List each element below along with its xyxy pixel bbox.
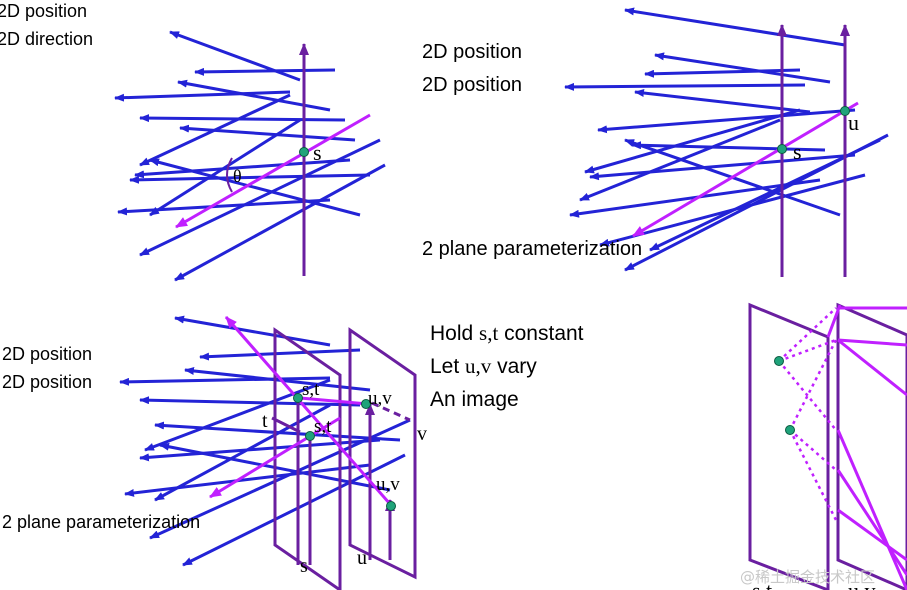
ray xyxy=(644,68,801,78)
ray xyxy=(174,163,386,282)
label-2d-position-2: 2D position xyxy=(422,74,522,96)
watermark: @稀土掘金技术社区 xyxy=(740,568,875,586)
ray xyxy=(624,7,846,47)
point-uv-1 xyxy=(361,399,371,409)
hold-st-constant: Hold s,t constant xyxy=(430,321,584,345)
label-st-2: s,t xyxy=(314,416,332,437)
v-axis-dashed xyxy=(371,401,411,422)
image-ray-dotted xyxy=(789,429,837,471)
highlight-ray xyxy=(175,113,371,229)
image-ray-dotted xyxy=(788,339,838,431)
ray xyxy=(149,418,411,540)
ray xyxy=(654,52,831,84)
label-2-plane-parameterization: 2 plane parameterization xyxy=(422,238,642,260)
angle-arc xyxy=(226,157,233,193)
angle-theta-label: θ xyxy=(233,166,242,186)
ray xyxy=(579,118,781,202)
ray xyxy=(117,198,331,216)
point-s-label: s xyxy=(313,140,322,165)
point-u-label: u xyxy=(848,110,859,135)
label-2d-position-2: 2D position xyxy=(2,372,92,392)
let-uv-vary: Let u,v vary xyxy=(430,354,537,378)
point-st-1 xyxy=(293,393,303,403)
image-ray xyxy=(837,338,907,347)
ray xyxy=(119,376,331,386)
axis-u-label: u xyxy=(357,547,367,569)
label-uv-1: u,v xyxy=(368,388,392,409)
label-2d-position-1: 2D position xyxy=(2,344,92,364)
ray xyxy=(589,153,856,181)
panel-bottom-left: s,t s,t u,v u,v t s u v 2D position 2D p… xyxy=(2,315,427,590)
image-ray xyxy=(837,508,907,562)
image-ray xyxy=(837,338,907,397)
point-st-2 xyxy=(305,431,315,441)
label-st: s,t xyxy=(752,578,772,590)
image-ray xyxy=(826,304,842,338)
ray xyxy=(139,114,346,123)
label-uv-2: u,v xyxy=(376,474,400,495)
t-axis-tick xyxy=(271,416,301,434)
ray xyxy=(139,93,291,167)
ray xyxy=(149,158,361,217)
ray xyxy=(124,463,371,497)
ray xyxy=(179,124,356,142)
label-2d-position-1: 2D position xyxy=(422,41,522,63)
ray xyxy=(134,158,351,179)
ray xyxy=(139,396,361,407)
ray xyxy=(154,403,331,502)
highlight-ray xyxy=(209,416,341,499)
ray xyxy=(174,315,331,347)
image-ray-dotted xyxy=(778,338,837,363)
ray xyxy=(597,108,856,134)
point-st-1 xyxy=(774,356,784,366)
ray xyxy=(564,82,806,91)
point-s xyxy=(777,144,787,154)
label-2d-direction: 2D direction xyxy=(0,29,93,49)
ray xyxy=(634,89,811,114)
ray xyxy=(144,378,331,452)
point-s xyxy=(299,147,309,157)
label-2d-position: 2D position xyxy=(0,1,87,21)
highlight-ray xyxy=(224,316,392,505)
middle-text: Hold s,t constant Let u,v vary An image xyxy=(430,321,584,411)
ray xyxy=(182,453,406,567)
an-image: An image xyxy=(430,388,519,411)
st-plane xyxy=(748,302,830,590)
panel-top-right xyxy=(564,7,889,272)
ray xyxy=(149,118,301,217)
panel-top-left xyxy=(114,30,386,282)
ray xyxy=(569,178,821,218)
image-ray-dotted xyxy=(778,307,837,362)
uv-plane xyxy=(836,302,907,590)
ray xyxy=(631,141,826,152)
ray xyxy=(114,90,291,102)
point-st-2 xyxy=(785,425,795,435)
highlight-ray xyxy=(632,101,859,238)
image-ray xyxy=(836,469,907,576)
highlight-ray-short xyxy=(299,396,369,406)
image-ray-dotted xyxy=(788,429,838,521)
axis-s-label: s xyxy=(300,555,308,577)
point-u xyxy=(840,106,850,116)
uv-plane xyxy=(348,327,417,580)
label-st-1: s,t xyxy=(302,379,320,400)
point-s-label: s xyxy=(793,139,802,164)
image-ray-dotted xyxy=(778,360,837,431)
image-ray xyxy=(836,429,907,590)
ray xyxy=(199,348,361,361)
label-uv: u,v xyxy=(848,578,876,590)
panel-bottom-right: s,t u,v xyxy=(748,302,907,590)
ray xyxy=(139,138,381,257)
axis-t-label: t xyxy=(262,410,268,432)
st-plane xyxy=(273,327,342,590)
point-uv-2 xyxy=(386,501,396,511)
axis-v-label: v xyxy=(417,423,427,445)
ray xyxy=(129,173,371,184)
ray xyxy=(194,67,336,76)
label-2-plane-parameterization: 2 plane parameterization xyxy=(2,512,200,532)
ray xyxy=(584,108,801,174)
